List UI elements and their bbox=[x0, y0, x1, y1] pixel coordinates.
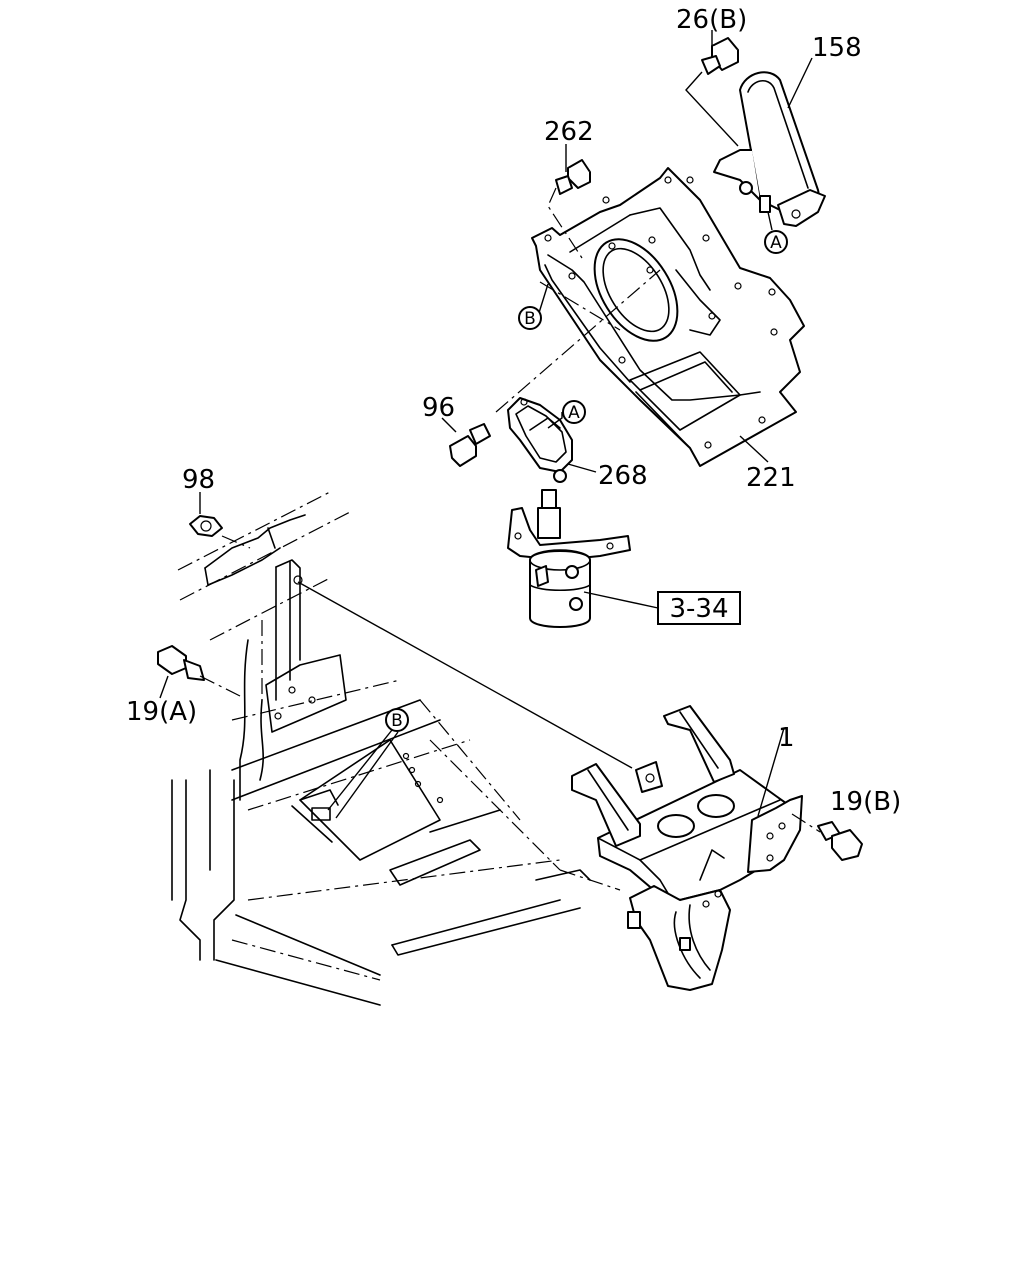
callout-96: 96 bbox=[422, 393, 455, 423]
valve-assembly bbox=[507, 489, 631, 628]
callout-26b: 26(B) bbox=[676, 5, 747, 35]
callout-19a: 19(A) bbox=[126, 697, 197, 727]
callout-268: 268 bbox=[598, 461, 648, 491]
reference-box-3-34[interactable]: 3-34 bbox=[657, 591, 741, 625]
bolt-19b bbox=[817, 821, 863, 861]
callout-262: 262 bbox=[544, 117, 594, 147]
marker-b-upper: B bbox=[518, 306, 542, 330]
leader-lines bbox=[159, 30, 821, 833]
callout-158: 158 bbox=[812, 33, 862, 63]
bolt-262 bbox=[555, 159, 591, 195]
bolt-26b bbox=[701, 37, 739, 75]
svg-text:3-34: 3-34 bbox=[669, 594, 728, 624]
marker-b-lower: B bbox=[385, 708, 409, 732]
chassis-frame bbox=[171, 491, 621, 1006]
bolt-96 bbox=[449, 423, 491, 467]
marker-a-lower: A bbox=[562, 400, 586, 424]
cover-268 bbox=[507, 397, 573, 483]
bracket-plate-221 bbox=[531, 167, 805, 467]
callout-98: 98 bbox=[182, 465, 215, 495]
callout-19b: 19(B) bbox=[830, 787, 901, 817]
marker-a-upper: A bbox=[764, 230, 788, 254]
bolt-19a bbox=[157, 645, 205, 681]
callout-221: 221 bbox=[746, 463, 796, 493]
svg-text:B: B bbox=[391, 711, 403, 731]
svg-text:A: A bbox=[770, 233, 782, 253]
pedal-bracket-1 bbox=[571, 705, 803, 991]
callout-1: 1 bbox=[778, 723, 795, 753]
lever-158 bbox=[713, 71, 826, 227]
svg-text:A: A bbox=[568, 403, 580, 423]
nut-98 bbox=[189, 515, 223, 537]
svg-text:B: B bbox=[524, 309, 536, 329]
